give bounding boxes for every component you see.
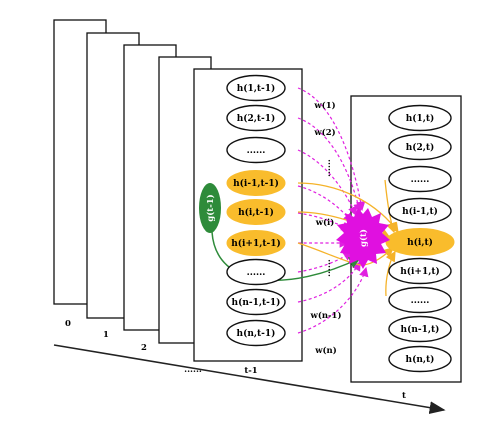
curr-node-8-label: h(n-1,t) xyxy=(401,324,440,335)
curr-node-3-label: ...... xyxy=(411,175,430,185)
layer-label-t-minus-1: t-1 xyxy=(244,366,257,376)
weight-connection-9 xyxy=(297,266,369,334)
prev-node-9-label: h(n,t-1) xyxy=(237,328,276,339)
curr-node-2 xyxy=(388,133,452,161)
weight-connection-8 xyxy=(297,260,361,303)
curr-node-6 xyxy=(388,257,452,285)
layer-label-0: 0 xyxy=(65,319,71,329)
curr-node-5-label: h(i,t) xyxy=(407,237,433,248)
curr-node-5 xyxy=(385,228,455,256)
curr-node-4-label: h(i-1,t) xyxy=(402,206,438,217)
gate-prev-label: g(t-1) xyxy=(205,194,216,221)
prev-node-3 xyxy=(226,136,286,164)
curr-node-7-label: ...... xyxy=(411,296,430,306)
prev-node-2 xyxy=(226,104,286,132)
gate-curr-burst xyxy=(336,208,390,269)
orange-connection-5 xyxy=(385,250,396,297)
gate-curr-label: g(t) xyxy=(358,229,369,247)
prev-nodes: h(1,t-1) h(2,t-1) ...... h(i-1,t-1) h(i,… xyxy=(226,74,286,347)
curr-node-4 xyxy=(388,197,452,225)
gate-prev-node xyxy=(199,183,221,233)
weight-label-n-minus-1: w(n-1) xyxy=(310,310,342,321)
curr-node-8 xyxy=(388,315,452,343)
prev-node-2-label: h(2,t-1) xyxy=(237,113,276,124)
prev-node-7 xyxy=(226,258,286,286)
prev-node-7-label: ...... xyxy=(247,268,266,278)
layer-label-dots: ...... xyxy=(184,365,202,375)
curr-node-2-label: h(2,t) xyxy=(406,142,435,153)
curr-node-9 xyxy=(388,345,452,373)
weight-connection-3 xyxy=(297,149,358,217)
weight-label-dots-1: ...... xyxy=(323,159,333,177)
prev-node-4 xyxy=(226,170,286,196)
weight-label-1: w(1) xyxy=(313,100,335,111)
prev-node-1 xyxy=(226,74,286,102)
weight-label-dots-2: ...... xyxy=(323,259,333,277)
prev-node-1-label: h(1,t-1) xyxy=(237,83,276,94)
weight-connection-1 xyxy=(297,87,366,212)
prev-node-5-label: h(i,t-1) xyxy=(238,207,274,218)
curr-node-1 xyxy=(388,104,452,132)
weight-label-n: w(n) xyxy=(314,345,337,356)
prev-node-8-label: h(n-1,t-1) xyxy=(232,297,281,308)
weight-label-i: w(i) xyxy=(315,217,335,228)
curr-node-6-label: h(i+1,t) xyxy=(400,266,440,277)
curr-nodes: h(1,t) h(2,t) ...... h(i-1,t) h(i,t) h(i… xyxy=(385,104,455,373)
weight-label-2: w(2) xyxy=(313,127,335,138)
curr-node-9-label: h(n,t) xyxy=(406,354,435,365)
weight-connection-2 xyxy=(297,117,363,214)
time-axis-arrow xyxy=(53,344,446,414)
prev-node-6 xyxy=(226,230,286,256)
curr-node-1-label: h(1,t) xyxy=(406,113,435,124)
weight-connection-7 xyxy=(297,251,353,273)
weight-connection-4 xyxy=(297,185,353,223)
layer-label-t: t xyxy=(402,391,406,401)
curr-node-3 xyxy=(388,165,452,193)
layer-label-1: 1 xyxy=(103,330,109,340)
curr-node-7 xyxy=(388,286,452,314)
prev-node-3-label: ...... xyxy=(247,146,266,156)
prev-node-8 xyxy=(226,288,286,316)
gate-curr-node: g(t) xyxy=(336,208,390,269)
prev-node-5 xyxy=(226,199,286,225)
prev-node-9 xyxy=(226,319,286,347)
layer-label-2: 2 xyxy=(141,343,147,353)
prev-node-6-label: h(i+1,t-1) xyxy=(231,238,281,249)
prev-node-4-label: h(i-1,t-1) xyxy=(233,178,279,189)
